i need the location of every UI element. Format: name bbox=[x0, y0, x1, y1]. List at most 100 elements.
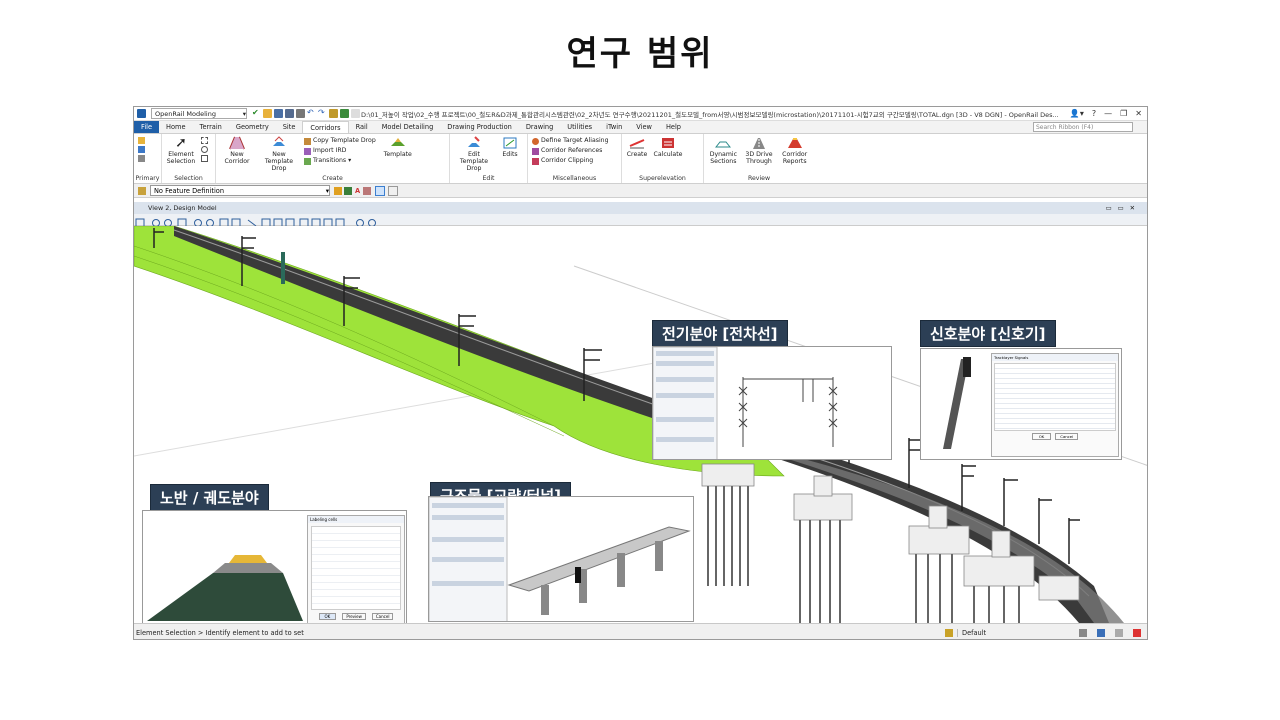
corridor-3d-model[interactable] bbox=[134, 226, 1147, 623]
save-all-icon[interactable] bbox=[285, 109, 294, 118]
alert-icon[interactable] bbox=[1133, 628, 1141, 637]
template-button[interactable]: Template bbox=[381, 136, 415, 183]
group-label-superelevation: Superelevation bbox=[639, 175, 686, 182]
feature-definition-bar: No Feature Definition▾ A bbox=[134, 184, 1147, 198]
new-corridor-button[interactable]: New Corridor bbox=[220, 136, 254, 183]
labeling-cancel-button[interactable]: Cancel bbox=[371, 613, 394, 620]
user-icon[interactable]: 👤▾ bbox=[1069, 109, 1084, 118]
new-template-drop-button[interactable]: New Template Drop bbox=[259, 136, 299, 183]
print-icon[interactable] bbox=[296, 109, 305, 118]
bridge-girder bbox=[694, 431, 1124, 623]
corridor-icon bbox=[229, 136, 245, 150]
superelevation-calculate-button[interactable]: Calculate bbox=[653, 136, 683, 183]
labeling-preview-button[interactable]: Preview bbox=[342, 613, 366, 620]
settings-icon[interactable] bbox=[1115, 628, 1123, 637]
minimize-icon[interactable]: — bbox=[1104, 109, 1113, 118]
tab-corridors[interactable]: Corridors bbox=[302, 121, 349, 133]
tab-itwin[interactable]: iTwin bbox=[606, 123, 623, 131]
bridge-model-preview bbox=[429, 497, 691, 621]
signal-ok-button[interactable]: OK bbox=[1031, 433, 1052, 440]
model-icon[interactable] bbox=[1079, 628, 1087, 637]
target-rail-icon[interactable] bbox=[344, 186, 352, 195]
3d-drive-through-button[interactable]: 3D Drive Through bbox=[744, 136, 775, 183]
roadbed-section-preview bbox=[147, 555, 303, 621]
lock-icon[interactable] bbox=[945, 628, 953, 637]
help-question-icon[interactable]: ? bbox=[1091, 109, 1097, 118]
tab-utilities[interactable]: Utilities bbox=[567, 123, 593, 131]
properties-icon[interactable] bbox=[138, 146, 145, 153]
labeling-ok-button[interactable]: OK bbox=[318, 613, 337, 620]
snap-icon[interactable] bbox=[1097, 628, 1105, 637]
copy-template-drop-button[interactable]: Copy Template Drop bbox=[304, 137, 376, 145]
edits-icon bbox=[503, 137, 517, 149]
chevron-down-icon: ▾ bbox=[242, 110, 246, 118]
curve-tool-icon[interactable] bbox=[375, 185, 386, 196]
corridor-references-button[interactable]: Corridor References bbox=[532, 147, 609, 155]
tab-site[interactable]: Site bbox=[282, 123, 296, 131]
group-label-selection: Selection bbox=[174, 175, 203, 182]
dynamic-sections-button[interactable]: Dynamic Sections bbox=[708, 136, 739, 183]
measure-tool-icon[interactable] bbox=[388, 185, 399, 196]
group-superelevation: Create Calculate Superelevation bbox=[622, 134, 704, 183]
tab-rail[interactable]: Rail bbox=[355, 123, 368, 131]
key-icon[interactable] bbox=[329, 109, 338, 118]
status-tool-icons[interactable] bbox=[1027, 628, 1147, 637]
inset-bridge-model bbox=[428, 496, 694, 622]
tab-help[interactable]: Help bbox=[665, 123, 681, 131]
undo-icon[interactable]: ↶ bbox=[307, 108, 314, 117]
element-selection-button[interactable]: ➚ Element Selection bbox=[166, 135, 196, 165]
tab-drawing-production[interactable]: Drawing Production bbox=[447, 123, 512, 131]
select-box-icon[interactable] bbox=[201, 155, 208, 162]
status-message: Element Selection > Identify element to … bbox=[136, 628, 304, 637]
view-toolbar bbox=[134, 214, 1147, 228]
import-ird-button[interactable]: Import IRD bbox=[304, 147, 376, 155]
define-target-aliasing-button[interactable]: Define Target Aliasing bbox=[532, 137, 609, 145]
active-level[interactable]: Default bbox=[957, 628, 1027, 637]
signal-dialog-title: Tracklayer Signals bbox=[992, 354, 1118, 361]
tab-drawing[interactable]: Drawing bbox=[525, 123, 554, 131]
grid-icon[interactable] bbox=[340, 109, 349, 118]
tab-model-detailing[interactable]: Model Detailing bbox=[381, 123, 434, 131]
pen-icon[interactable] bbox=[363, 186, 372, 195]
workspace-dropdown[interactable]: OpenRail Modeling▾ bbox=[151, 108, 247, 119]
redo-icon[interactable]: ↷ bbox=[318, 108, 325, 117]
superelevation-create-button[interactable]: Create bbox=[626, 136, 648, 183]
text-style-icon[interactable]: A bbox=[355, 186, 361, 195]
labeling-cells-dialog: Labeling cells OK Preview Cancel bbox=[307, 515, 405, 623]
select-all-icon[interactable] bbox=[201, 137, 208, 144]
tab-file[interactable]: File bbox=[134, 121, 160, 133]
paint-icon[interactable] bbox=[334, 186, 342, 195]
signal-cancel-button[interactable]: Cancel bbox=[1055, 433, 1079, 440]
document-path: D:\01_저높이 작업\02_수행 프로젝트\00_철도R&D과제_통합관리시… bbox=[361, 110, 1059, 119]
tab-view[interactable]: View bbox=[636, 123, 652, 131]
catenary-design-preview bbox=[653, 347, 838, 459]
checkmark-icon[interactable]: ✔ bbox=[252, 108, 259, 117]
group-label-create: Create bbox=[322, 175, 343, 182]
tab-home[interactable]: Home bbox=[166, 123, 186, 131]
corridor-reports-button[interactable]: Corridor Reports bbox=[779, 136, 810, 183]
save-icon[interactable] bbox=[274, 109, 283, 118]
level-icon[interactable] bbox=[138, 155, 145, 162]
help-icon[interactable] bbox=[351, 109, 360, 118]
feature-definition-dropdown[interactable]: No Feature Definition▾ bbox=[150, 185, 330, 196]
edits-button[interactable]: Edits bbox=[499, 136, 521, 183]
tab-terrain[interactable]: Terrain bbox=[199, 123, 222, 131]
ribbon-search-input[interactable]: Search Ribbon (F4) bbox=[1033, 122, 1133, 132]
edit-template-drop-button[interactable]: Edit Template Drop bbox=[454, 136, 494, 183]
open-folder-icon[interactable] bbox=[263, 109, 272, 118]
inset-signal-dialog: Tracklayer Signals OK Cancel bbox=[920, 348, 1122, 460]
group-label-miscellaneous: Miscellaneous bbox=[552, 175, 597, 182]
corridor-clipping-button[interactable]: Corridor Clipping bbox=[532, 157, 609, 165]
signal-dialog: Tracklayer Signals OK Cancel bbox=[991, 353, 1119, 457]
view-window-controls[interactable]: ▭▭✕ bbox=[1105, 204, 1141, 212]
callout-electric: 전기분야 [전차선] bbox=[652, 320, 788, 347]
select-circle-icon[interactable] bbox=[201, 146, 208, 153]
transitions-button[interactable]: Transitions▾ bbox=[304, 157, 376, 165]
close-icon[interactable]: ✕ bbox=[1135, 109, 1142, 118]
tab-geometry[interactable]: Geometry bbox=[235, 123, 269, 131]
import-icon bbox=[304, 147, 311, 155]
view-2-design-model[interactable]: 전기분야 [전차선] 신호분야 [신호기] Tracklayer S bbox=[134, 226, 1147, 623]
restore-icon[interactable]: ❐ bbox=[1120, 109, 1128, 118]
ribbon-tabs: File Home Terrain Geometry Site Corridor… bbox=[134, 121, 1147, 134]
explorer-icon[interactable] bbox=[138, 137, 145, 144]
